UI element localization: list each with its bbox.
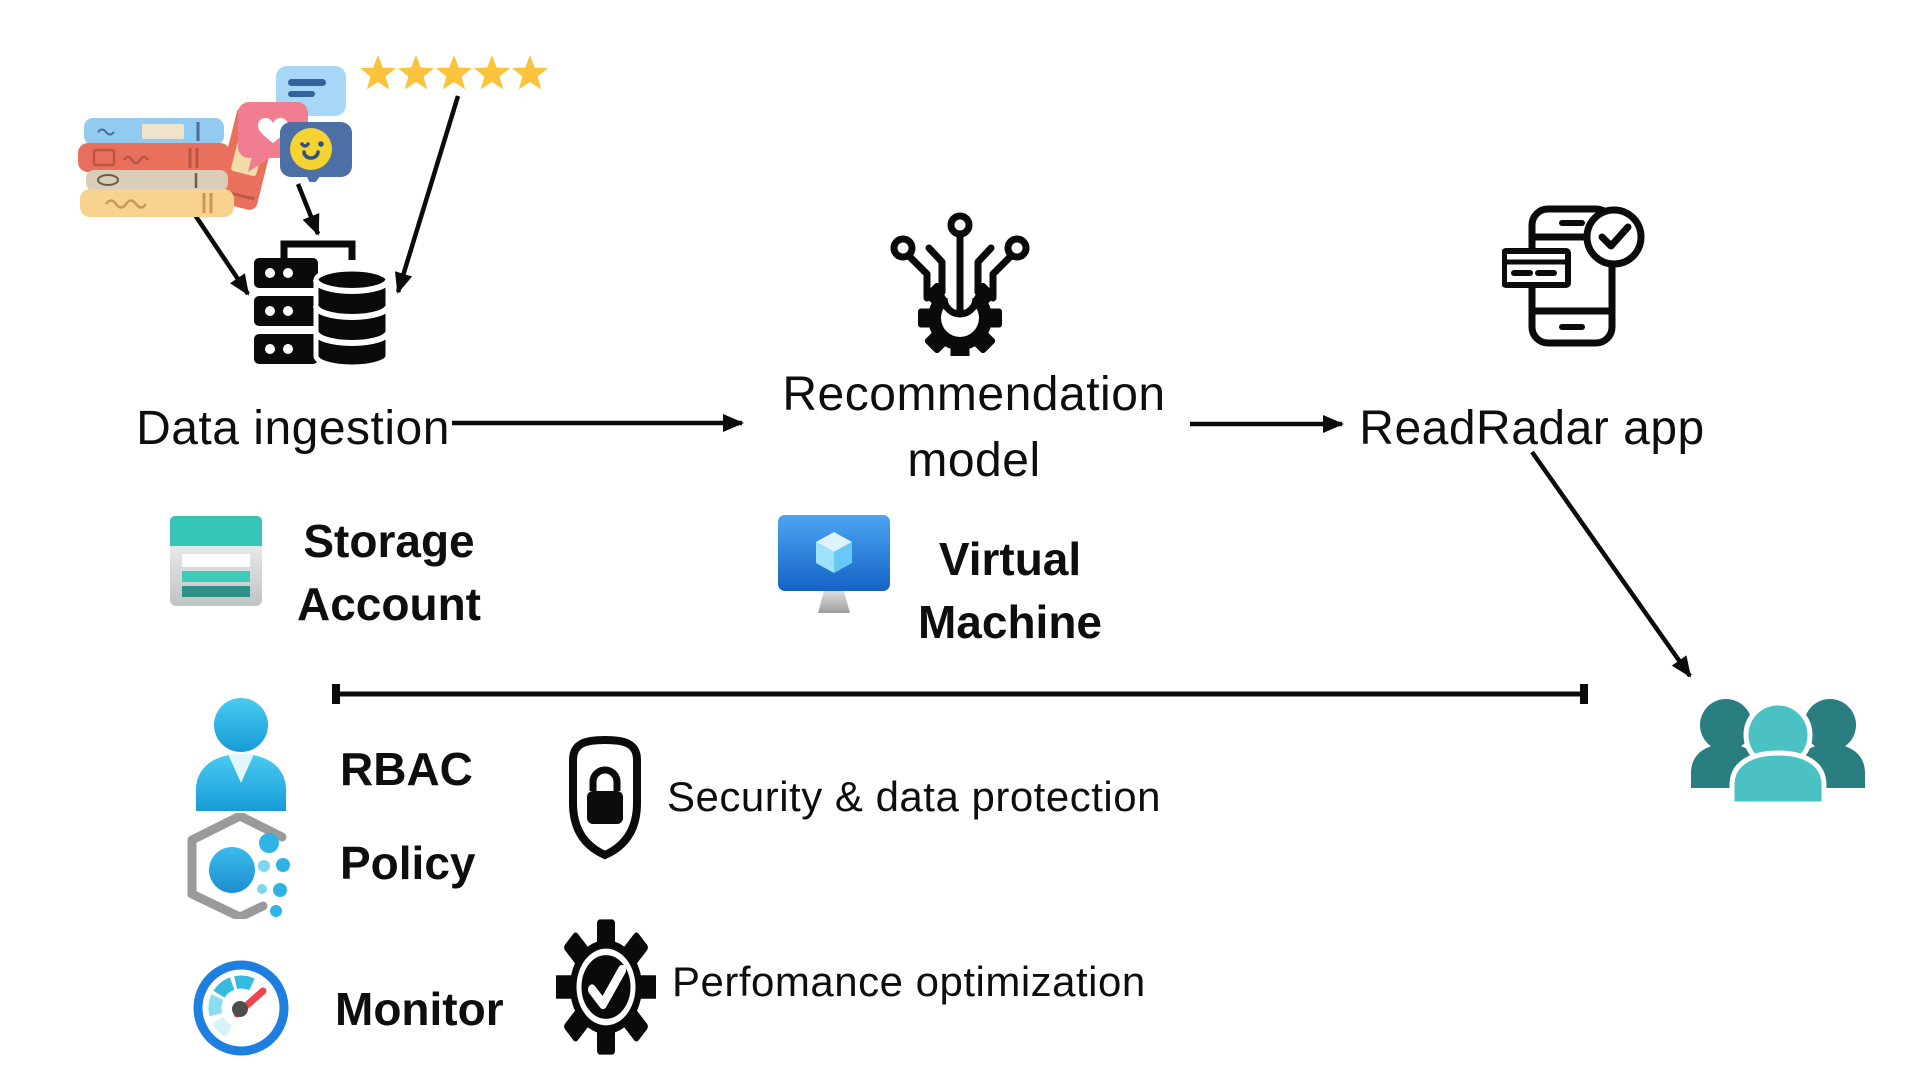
ai-model-icon	[885, 206, 1035, 356]
gear-check-icon	[556, 916, 656, 1058]
monitor-icon	[191, 958, 291, 1058]
arrow-social-to-database	[295, 183, 321, 236]
security-label: Security & data protection	[667, 773, 1161, 820]
virtual-machine-label: Virtual Machine	[917, 533, 1103, 648]
database-server-icon	[252, 238, 392, 374]
arrow-app-to-users	[1530, 450, 1692, 678]
governance-span-line	[332, 684, 1588, 704]
five-stars-icon	[358, 52, 553, 97]
rbac-label: RBAC	[340, 743, 473, 795]
data-ingestion-label: Data ingestion	[136, 402, 450, 455]
policy-label: Policy	[340, 837, 476, 889]
virtual-machine-icon	[778, 515, 890, 619]
rbac-icon	[186, 695, 296, 811]
shield-lock-icon	[560, 733, 650, 865]
arrow-stars-to-database	[394, 95, 461, 294]
readradar-app-label: ReadRadar app	[1359, 402, 1705, 455]
performance-label: Perfomance optimization	[672, 958, 1146, 1005]
storage-account-label: Storage Account	[297, 515, 481, 630]
mobile-app-icon	[1502, 205, 1647, 355]
users-icon	[1686, 691, 1870, 807]
policy-icon	[183, 813, 305, 919]
recommendation-model-label: Recommendation model	[782, 368, 1166, 487]
monitor-label: Monitor	[335, 983, 504, 1035]
arrow-books-to-database	[193, 213, 250, 296]
storage-account-icon	[170, 516, 262, 606]
social-feedback-icon	[236, 60, 354, 182]
